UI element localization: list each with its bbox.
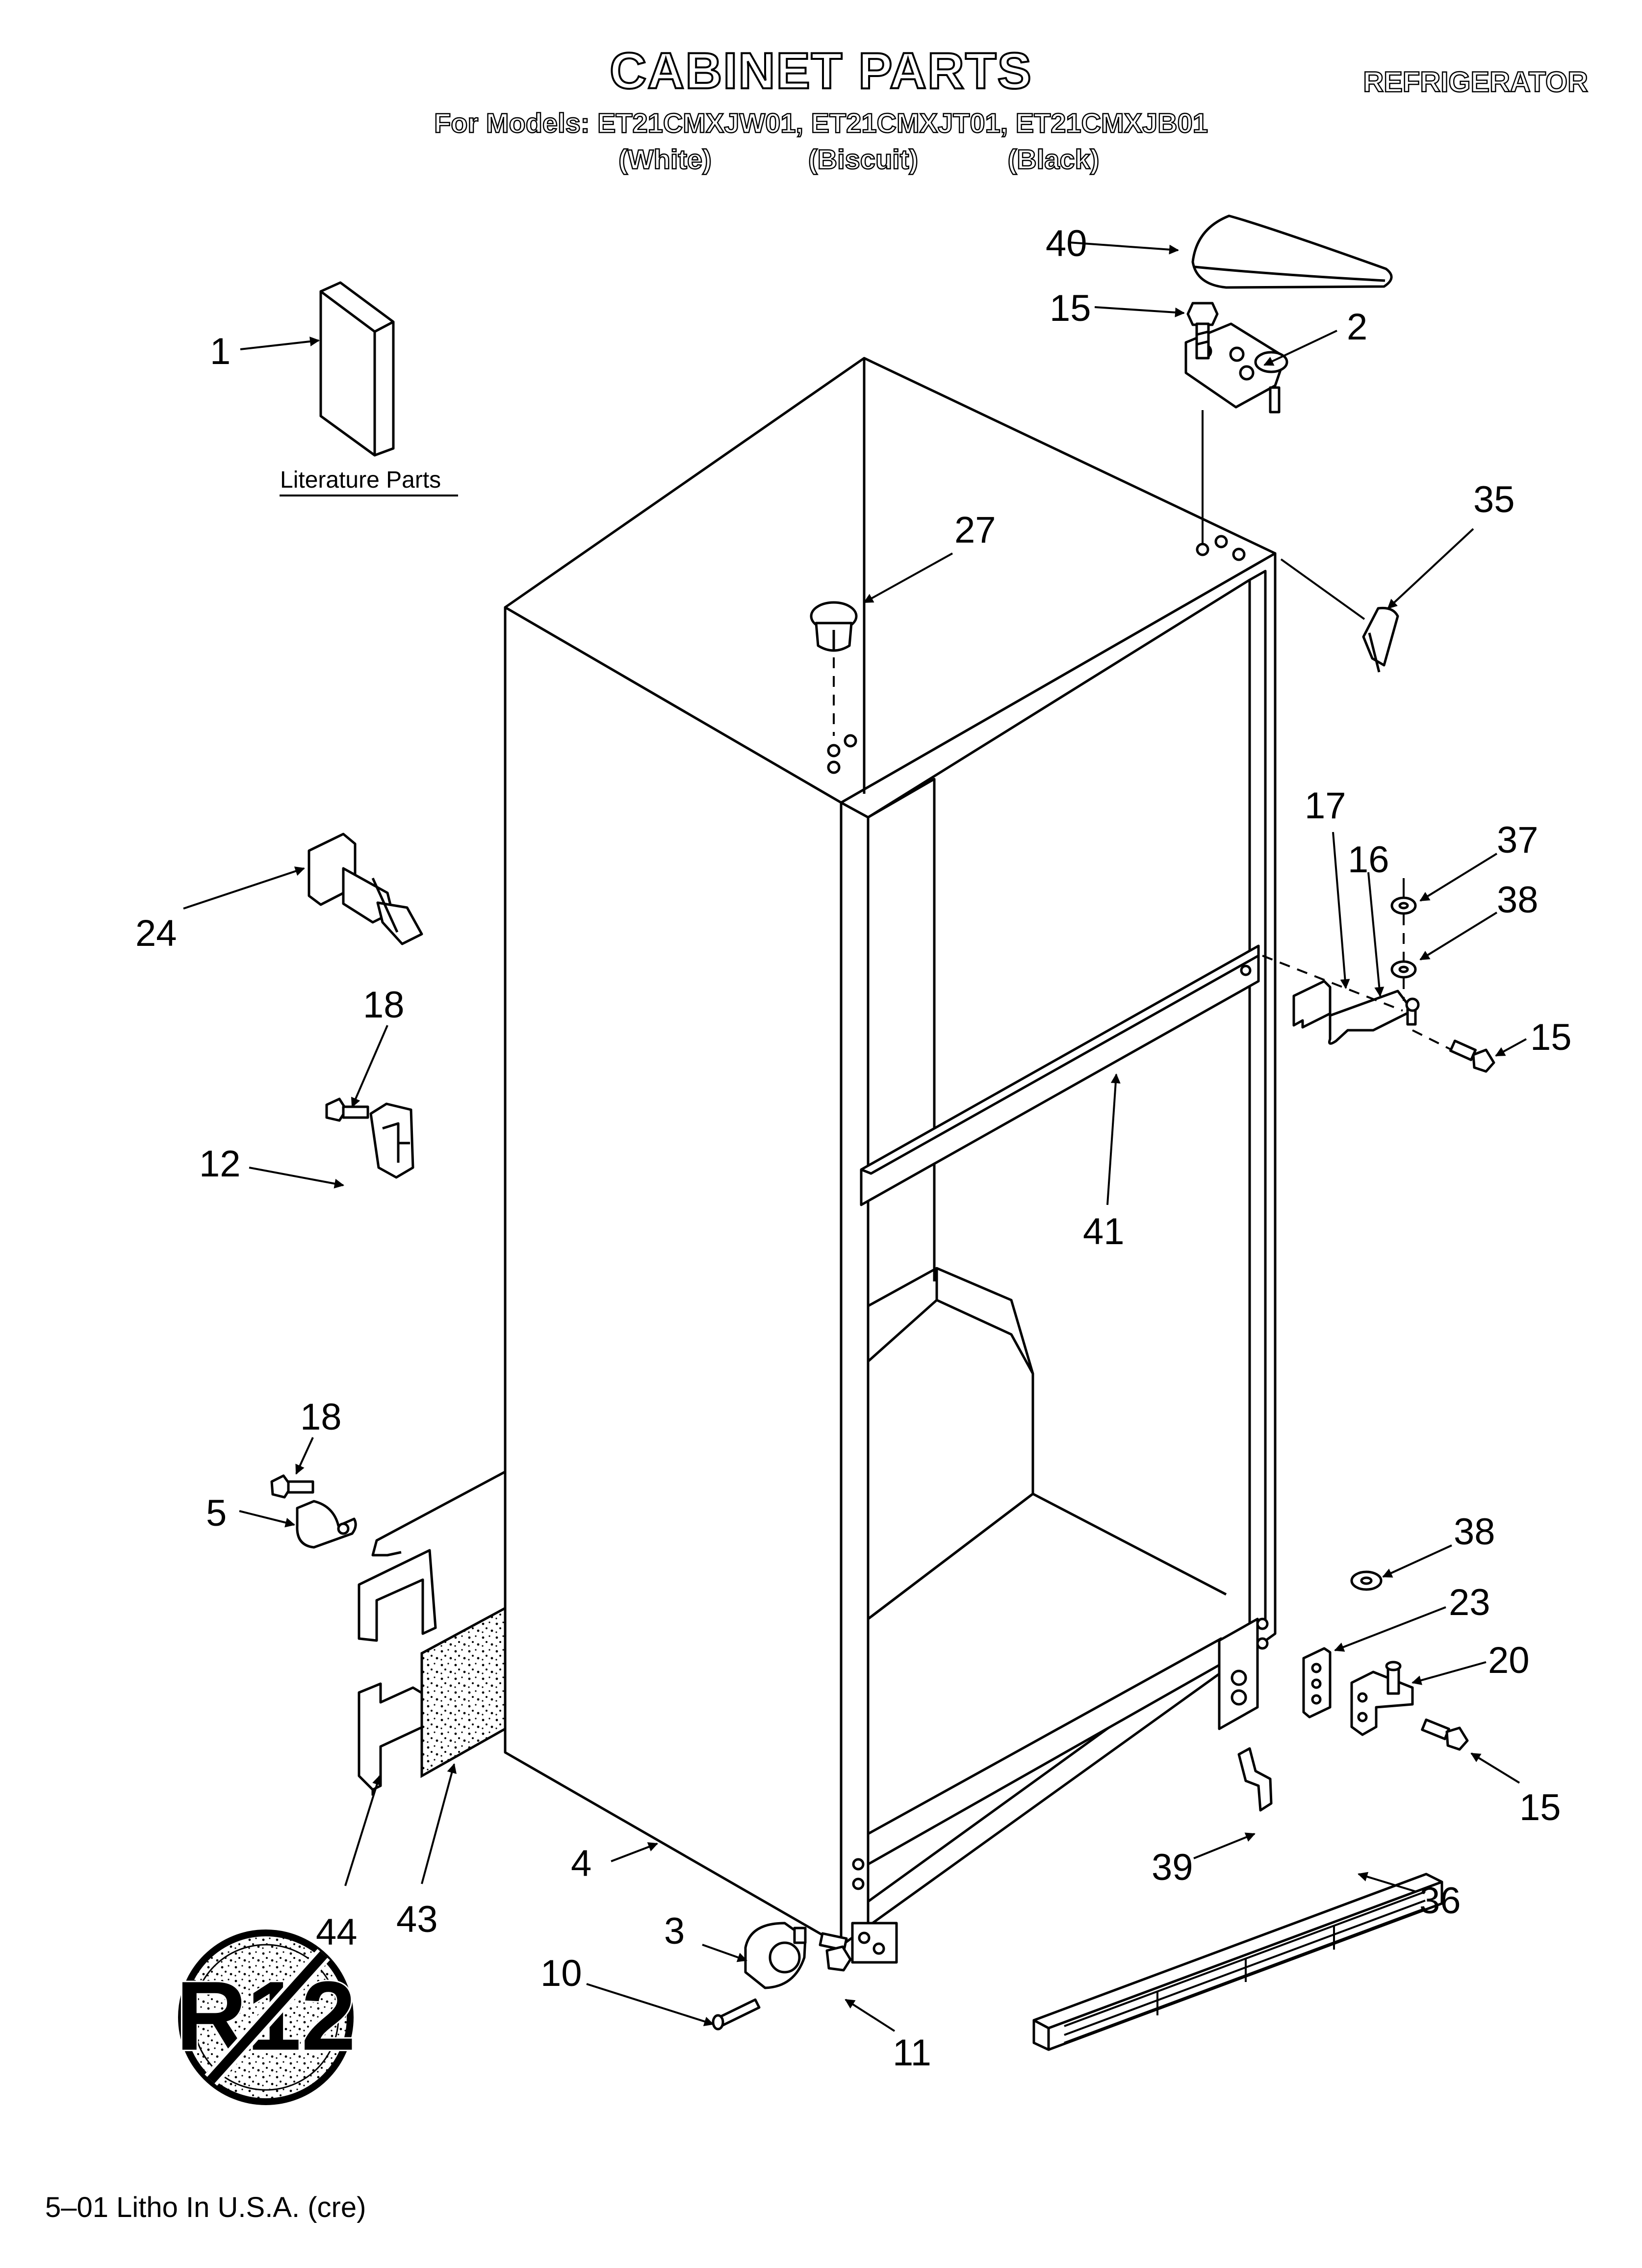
bracket-upper [358, 1470, 506, 1642]
cabinet [504, 357, 1365, 1964]
roller-bracket [744, 1922, 807, 1989]
color-white: (White) [618, 143, 712, 176]
hinge-cover [1191, 214, 1393, 289]
callout-4: 4 [571, 1843, 591, 1884]
clamp [296, 1500, 357, 1549]
washer-38-lower [1350, 1570, 1383, 1591]
bracket-lower [358, 1682, 424, 1796]
hinge-pin-cover [1362, 606, 1399, 673]
callout-38-lower: 38 [1454, 1511, 1495, 1553]
leader-lines [183, 241, 1527, 2032]
grille-clip [1237, 1747, 1273, 1812]
callout-39: 39 [1152, 1847, 1193, 1888]
callout-36: 36 [1419, 1880, 1461, 1922]
callout-5: 5 [206, 1492, 227, 1534]
callout-15-top: 15 [1050, 287, 1091, 329]
plug-button [810, 601, 858, 652]
insulation-pad [420, 1606, 507, 1778]
models-line: For Models: ET21CMXJW01, ET21CMXJT01, ET… [434, 107, 1208, 139]
callout-12: 12 [199, 1143, 241, 1185]
page-title: CABINET PARTS [609, 42, 1032, 101]
callout-37: 37 [1497, 819, 1539, 861]
pin [712, 1998, 761, 2031]
screw-lower-left [270, 1474, 314, 1499]
shelf-support [308, 833, 423, 945]
literature-parts-icon [319, 281, 395, 457]
callout-40: 40 [1046, 223, 1087, 264]
callout-23: 23 [1449, 1582, 1490, 1623]
callout-41: 41 [1083, 1211, 1125, 1252]
no-r12-symbol: R12 [175, 1929, 357, 2105]
center-hinge [1292, 980, 1420, 1045]
callout-11: 11 [893, 2032, 931, 2074]
callout-16: 16 [1348, 839, 1389, 881]
callout-27: 27 [954, 509, 996, 551]
callout-18-lower: 18 [300, 1396, 342, 1438]
callout-18-upper: 18 [363, 984, 405, 1026]
footer-litho: 5–01 Litho In U.S.A. (cre) [45, 2191, 366, 2223]
callout-numbers: 1 40 15 2 35 27 24 18 12 17 16 37 38 15 … [135, 223, 1572, 2074]
screw-upper-left [325, 1097, 369, 1122]
top-hinge [1184, 322, 1288, 414]
callout-20: 20 [1488, 1640, 1530, 1681]
bottom-hinge-20 [1350, 1661, 1414, 1736]
screw-right-lower [1421, 1718, 1469, 1751]
cabinet-side [504, 606, 843, 1947]
toe-grille [1032, 1873, 1443, 2051]
callout-15-lower: 15 [1519, 1787, 1561, 1828]
clip-bracket [369, 1102, 414, 1179]
washer-37 [1390, 896, 1417, 915]
callout-3: 3 [664, 1910, 685, 1952]
callout-17: 17 [1305, 785, 1346, 827]
bottom-hinge-plate [851, 1922, 898, 1964]
callout-43: 43 [396, 1899, 438, 1940]
header: CABINET PARTS For Models: ET21CMXJW01, E… [0, 0, 1642, 196]
callout-10: 10 [540, 1953, 582, 1994]
literature-parts-label: Literature Parts [280, 467, 441, 493]
color-black: (Black) [1007, 143, 1100, 176]
color-biscuit: (Biscuit) [808, 143, 919, 176]
leveling-screw [819, 1932, 852, 1972]
appliance-type: REFRIGERATOR [1362, 66, 1589, 99]
washer-38-top [1390, 960, 1417, 979]
callout-15-middle: 15 [1530, 1017, 1572, 1058]
callout-1: 1 [210, 331, 231, 372]
hinge-plate-23 [1302, 1647, 1332, 1719]
screw-right-middle [1449, 1040, 1495, 1073]
callout-38-upper: 38 [1497, 879, 1539, 921]
callout-35: 35 [1473, 479, 1515, 521]
callout-24: 24 [135, 912, 177, 954]
divider-bar [860, 944, 1260, 1206]
callout-2: 2 [1347, 306, 1367, 348]
screw-top [1186, 302, 1219, 360]
callout-44: 44 [316, 1911, 358, 1953]
